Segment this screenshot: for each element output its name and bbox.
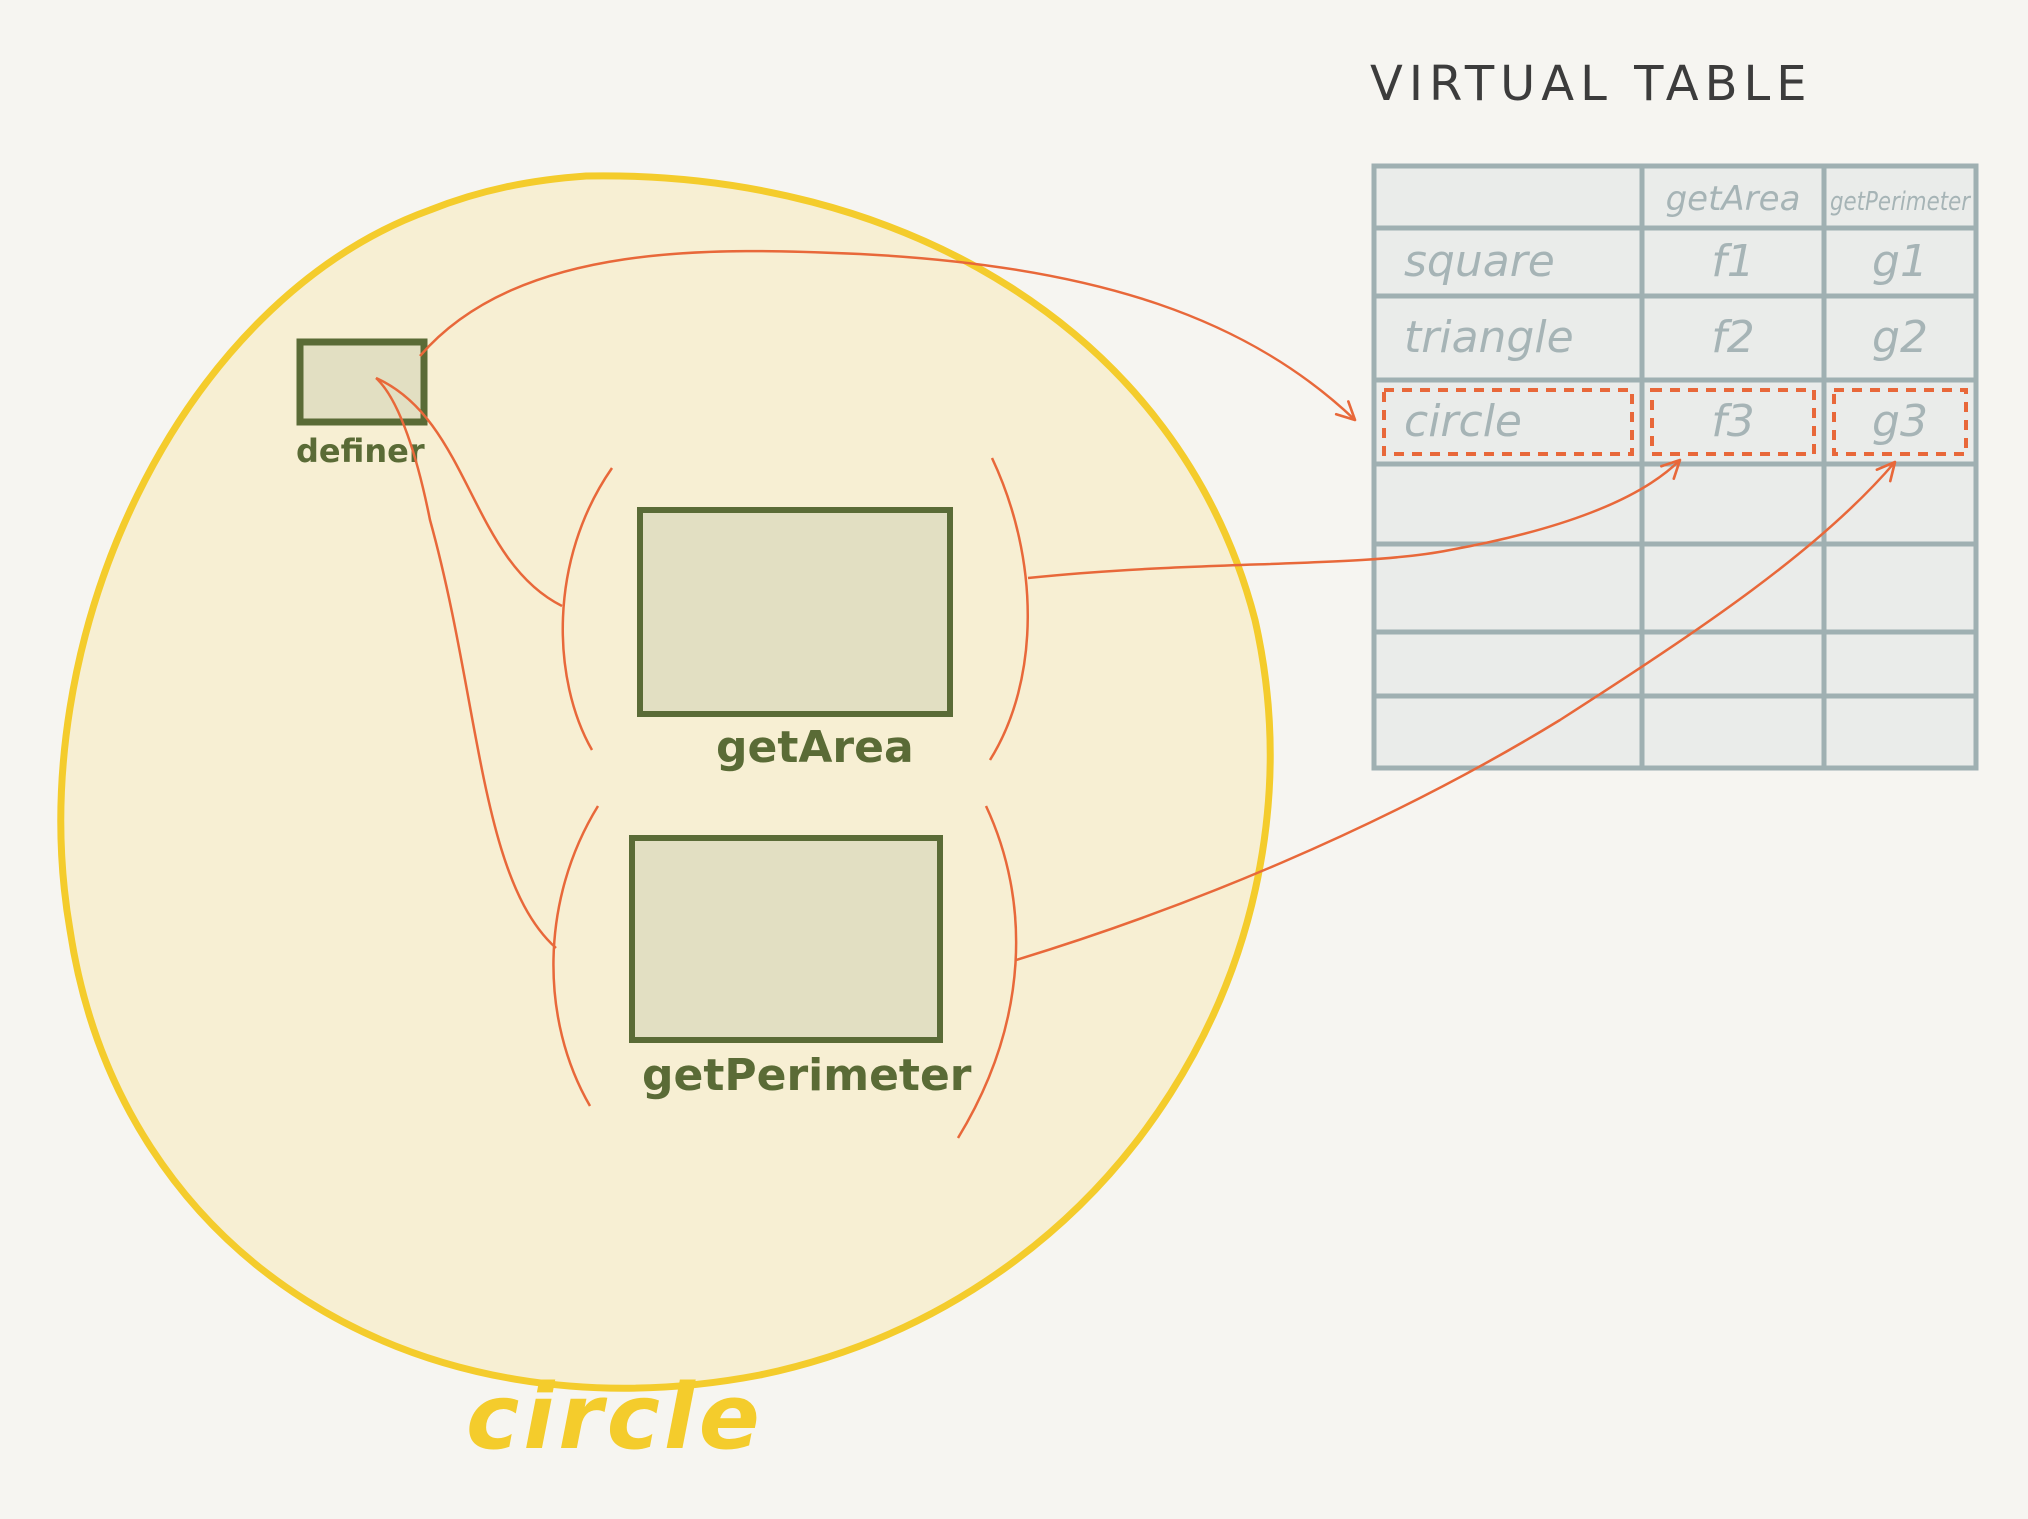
definer-label: definer: [296, 432, 425, 470]
method-get-area-right-paren: [988, 457, 1029, 761]
method-get-perimeter: getPerimeter: [552, 805, 1018, 1139]
method-get-perimeter-left-paren: [552, 805, 600, 1107]
virtual-table-column-header: getPerimeter: [1830, 187, 1972, 217]
definer: definer: [296, 338, 428, 470]
method-get-area-label: getArea: [716, 722, 914, 773]
virtual-table-cell: f3: [1711, 396, 1754, 447]
virtual-table-column-header: getArea: [1666, 179, 1801, 219]
virtual-table-row-name: triangle: [1404, 312, 1574, 363]
method-get-area: getArea: [561, 457, 1029, 773]
circle-object: circle: [57, 172, 1274, 1470]
method-get-area-box: [637, 507, 953, 717]
arrow-get-area-to-f3: [1027, 458, 1682, 580]
definer-box: [296, 338, 428, 426]
virtual-table-row-name: circle: [1404, 396, 1522, 447]
circle-object-label: circle: [466, 1365, 764, 1470]
virtual-table-cell: f1: [1711, 236, 1754, 287]
method-get-perimeter-right-paren: [956, 805, 1018, 1139]
arrow-get-perimeter-to-definer: [375, 377, 557, 949]
circle-object-shape: [57, 172, 1274, 1392]
method-get-perimeter-label: getPerimeter: [642, 1050, 972, 1101]
virtual-table-cell: g3: [1872, 396, 1928, 447]
virtual-table-row-name: square: [1404, 236, 1555, 287]
arrow-get-area-to-definer: [375, 376, 563, 608]
arrow-get-perimeter-to-g3: [1015, 460, 1897, 962]
virtual-table: VIRTUAL TABLE getArea getPerimeter square f…: [1370, 56, 1979, 771]
virtual-table-highlight-box: [1382, 388, 1634, 456]
virtual-table-cell: f2: [1711, 312, 1754, 363]
arrow-definer-to-circle-row: [419, 249, 1357, 422]
method-get-perimeter-box: [629, 835, 943, 1043]
virtual-table-cell: g2: [1872, 312, 1928, 363]
virtual-table-highlight-box: [1832, 388, 1968, 456]
virtual-table-highlight-box: [1650, 388, 1816, 456]
method-get-area-left-paren: [561, 467, 614, 751]
virtual-table-grid: getArea getPerimeter square f1 g1 triangle f2 g…: [1371, 163, 1979, 771]
arrows: [375, 249, 1897, 962]
virtual-table-cell: g1: [1872, 236, 1928, 287]
virtual-table-title: VIRTUAL TABLE: [1370, 56, 1813, 112]
